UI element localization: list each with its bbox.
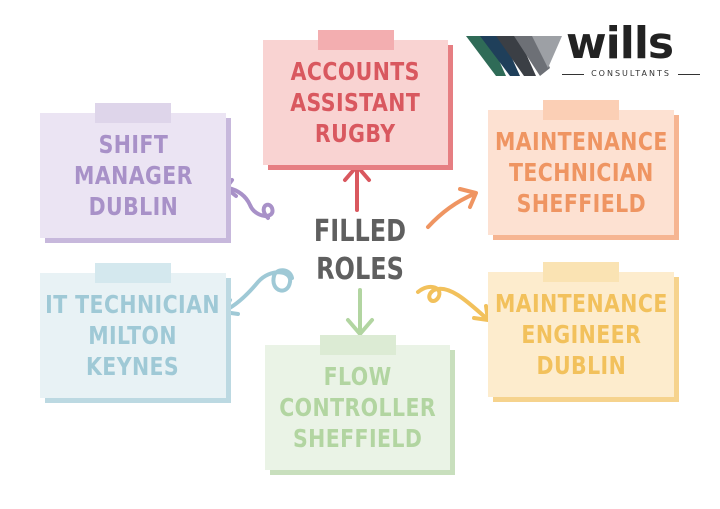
center-title-line: FILLED (313, 214, 407, 249)
center-title: FILLED ROLES (304, 213, 416, 289)
card-paper: IT TECHNICIAN MILTON KEYNES (40, 273, 226, 398)
card-label: MAINTENANCE TECHNICIAN SHEFFIELD (495, 126, 668, 219)
arrow-to-it-tech (224, 268, 294, 312)
card-line: TECHNICIAN (508, 158, 654, 187)
logo-mark-icon (466, 36, 562, 76)
card-label: ACCOUNTS ASSISTANT RUGBY (291, 56, 421, 149)
center-title-line: ROLES (316, 252, 404, 287)
card-paper: MAINTENANCE ENGINEER DUBLIN (488, 272, 674, 397)
card-line: DUBLIN (88, 192, 178, 221)
card-label: MAINTENANCE ENGINEER DUBLIN (495, 288, 668, 381)
card-line: MANAGER (73, 161, 193, 190)
tape (543, 100, 619, 120)
card-paper: ACCOUNTS ASSISTANT RUGBY (263, 40, 448, 165)
card-line: MAINTENANCE (494, 127, 668, 156)
card-line: ENGINEER (521, 320, 641, 349)
card-paper: SHIFT MANAGER DUBLIN (40, 113, 226, 238)
card-line: SHIFT (98, 130, 168, 159)
card-line: MAINTENANCE (494, 289, 668, 318)
card-paper: FLOW CONTROLLER SHEFFIELD (265, 345, 450, 470)
tape (319, 335, 396, 355)
card-label: FLOW CONTROLLER SHEFFIELD (279, 361, 436, 454)
arrow-to-maint-tech (426, 192, 476, 229)
card-line: KEYNES (86, 352, 180, 381)
card-label: SHIFT MANAGER DUBLIN (74, 129, 193, 222)
card-line: SHEFFIELD (516, 189, 646, 218)
card-line: ACCOUNTS (290, 57, 421, 86)
card-line: DUBLIN (536, 351, 626, 380)
card-line: RUGBY (315, 119, 396, 148)
card-paper: MAINTENANCE TECHNICIAN SHEFFIELD (488, 110, 674, 235)
card-it-technician: IT TECHNICIAN MILTON KEYNES (40, 263, 231, 403)
card-line: CONTROLLER (279, 393, 436, 422)
card-shift-manager: SHIFT MANAGER DUBLIN (40, 103, 231, 243)
tape (95, 103, 171, 123)
card-line: MILTON (88, 321, 178, 350)
tape (317, 30, 394, 50)
card-accounts-assistant: ACCOUNTS ASSISTANT RUGBY (263, 30, 453, 170)
tape (95, 263, 171, 283)
card-flow-controller: FLOW CONTROLLER SHEFFIELD (265, 335, 455, 475)
card-maintenance-engineer: MAINTENANCE ENGINEER DUBLIN (488, 262, 679, 402)
card-maintenance-technician: MAINTENANCE TECHNICIAN SHEFFIELD (488, 100, 679, 240)
arrow-to-maint-eng (416, 284, 488, 320)
tape (543, 262, 619, 282)
card-line: SHEFFIELD (292, 424, 423, 453)
card-line: IT TECHNICIAN (45, 290, 221, 319)
card-line: ASSISTANT (290, 88, 421, 117)
wills-consultants-logo: wills CONSULTANTS (466, 18, 700, 84)
logo-wordmark: wills (566, 18, 674, 69)
arrow-to-shift (226, 186, 275, 220)
logo-subtitle: CONSULTANTS (562, 69, 700, 78)
card-label: IT TECHNICIAN MILTON KEYNES (46, 289, 221, 382)
card-line: FLOW (323, 362, 392, 391)
